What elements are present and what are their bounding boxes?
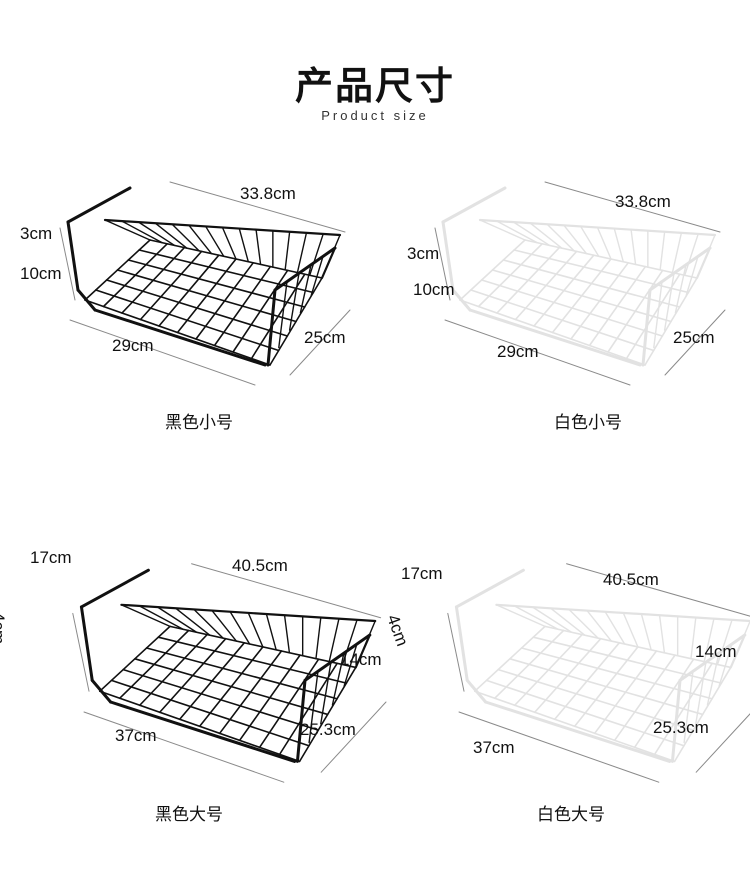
dim-rim-label: 3cm — [20, 224, 53, 243]
dim-rim-label: 4cm — [0, 612, 8, 645]
dim-depth-label: 40.5cm — [232, 556, 288, 575]
dim-length-label: 29cm — [497, 342, 539, 361]
dim-width-label: 25cm — [673, 328, 715, 347]
dim-width-label: 25.3cm — [653, 718, 709, 737]
dim-depth-label: 33.8cm — [240, 184, 296, 203]
page-title: 产品尺寸 — [294, 64, 455, 108]
white-small-basket-icon — [434, 181, 726, 386]
dim-length-label: 37cm — [473, 738, 515, 757]
page-subtitle: Product size — [321, 108, 429, 123]
dim-rim-label: 3cm — [407, 244, 440, 263]
black-small-basket-icon — [59, 181, 351, 386]
product-black-large: 17cm 40.5cm 4cm 14cm 37cm 25.3cm 黑色大号 — [0, 530, 387, 890]
product-caption: 黑色小号 — [165, 413, 233, 433]
black-large-basket-icon — [72, 563, 387, 783]
dim-height-label: 14cm — [340, 650, 382, 669]
dim-height-label: 14cm — [695, 642, 737, 661]
product-caption: 白色小号 — [554, 413, 622, 433]
dim-height-label: 10cm — [20, 264, 62, 283]
dim-length-label: 37cm — [115, 726, 157, 745]
dim-depth-label: 40.5cm — [603, 570, 659, 589]
product-white-small: 33.8cm 3cm 10cm 29cm 25cm 白色小号 — [375, 160, 750, 520]
white-large-basket-icon — [447, 563, 750, 783]
dim-width-label: 25cm — [304, 328, 346, 347]
product-white-large: 17cm 40.5cm 4cm 14cm 37cm 25.3cm 白色大号 — [375, 530, 750, 890]
dim-depth-label: 33.8cm — [615, 192, 671, 211]
dim-length-label: 29cm — [112, 336, 154, 355]
product-black-small: 33.8cm 3cm 10cm 29cm 25cm 黑色小号 — [0, 160, 375, 520]
product-caption: 黑色大号 — [155, 805, 223, 825]
dim-height-label: 10cm — [413, 280, 455, 299]
dim-hook-label: 17cm — [401, 564, 443, 583]
dim-width-label: 25.3cm — [300, 720, 356, 739]
dim-hook-label: 17cm — [30, 548, 72, 567]
product-caption: 白色大号 — [537, 805, 605, 825]
